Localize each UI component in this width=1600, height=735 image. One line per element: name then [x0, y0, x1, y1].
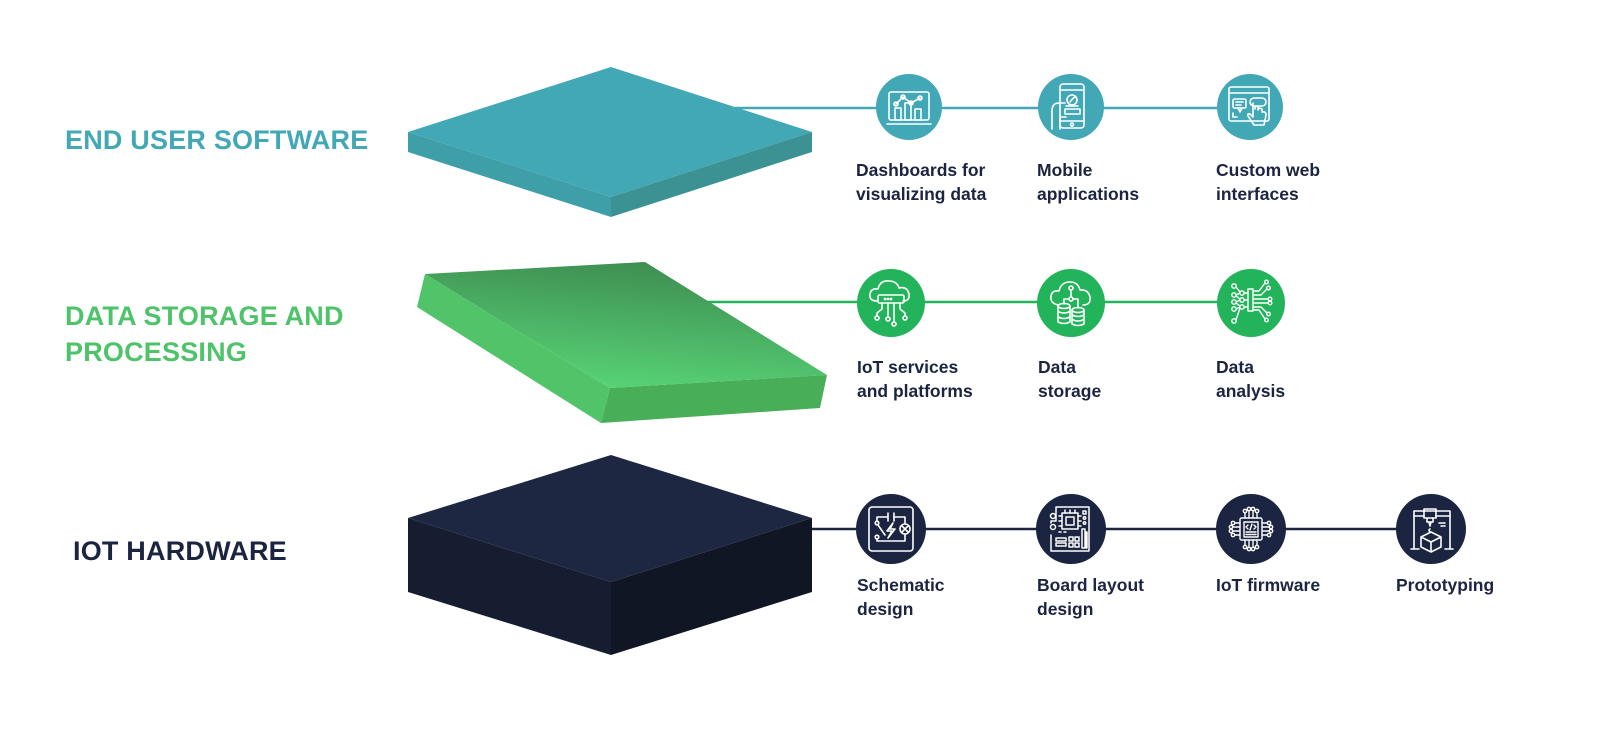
item-label-line: IoT firmware	[1216, 575, 1321, 595]
slab-right-face	[601, 375, 827, 423]
slab-top-face	[408, 67, 812, 197]
slab-left-face	[417, 274, 610, 423]
cloud-database-icon	[1037, 269, 1105, 337]
item-label-custom-web-interfaces: Custom web interfaces	[1216, 158, 1320, 206]
slab-left-face	[408, 518, 611, 655]
dashboard-chart-icon	[876, 74, 942, 140]
layer-title-data-storage: DATA STORAGE AND PROCESSING	[65, 298, 344, 370]
layer-title-line: DATA STORAGE AND	[65, 301, 344, 331]
circuit-board-icon	[1036, 494, 1106, 564]
item-label-line: Schematic	[857, 575, 945, 595]
item-label-iot-services: IoT services and platforms	[857, 355, 973, 403]
item-label-line: storage	[1038, 381, 1102, 401]
item-label-schematic-design: Schematic design	[857, 573, 945, 621]
item-label-line: Custom web	[1216, 160, 1321, 180]
schematic-icon	[856, 494, 926, 564]
layer-title-iot-hardware: IOT HARDWARE	[73, 536, 287, 566]
3d-printer-icon	[1396, 494, 1466, 564]
slab-right-face	[611, 132, 812, 217]
item-label-line: visualizing data	[856, 184, 987, 204]
mobile-app-icon	[1038, 74, 1104, 140]
item-label-line: analysis	[1216, 381, 1286, 401]
item-label-line: interfaces	[1216, 184, 1299, 204]
slab-data-storage	[417, 262, 827, 423]
item-label-line: Board layout	[1037, 575, 1144, 595]
cloud-platform-icon	[857, 269, 925, 337]
item-label-line: Dashboards for	[856, 160, 986, 180]
item-label-board-layout-design: Board layout design	[1037, 573, 1144, 621]
item-label-line: design	[857, 599, 914, 619]
slab-right-face	[611, 518, 812, 655]
web-interface-icon	[1217, 74, 1283, 140]
slab-left-face	[408, 132, 611, 217]
item-label-line: design	[1037, 599, 1094, 619]
item-label-iot-firmware: IoT firmware	[1216, 573, 1320, 597]
item-label-line: Mobile	[1037, 160, 1093, 180]
neural-network-icon	[1217, 269, 1285, 337]
slab-top-face	[408, 455, 812, 582]
layer-title-line: PROCESSING	[65, 337, 248, 367]
layer-title-end-user-software: END USER SOFTWARE	[65, 125, 369, 155]
item-label-line: Prototyping	[1396, 575, 1495, 595]
microchip-code-icon	[1216, 494, 1286, 564]
slab-top-face	[425, 262, 827, 388]
slab-end-user-software	[408, 67, 812, 217]
item-label-data-storage: Data storage	[1038, 355, 1101, 403]
item-label-line: Data	[1038, 357, 1076, 377]
item-label-data-analysis: Data analysis	[1216, 355, 1285, 403]
item-label-mobile-applications: Mobile applications	[1037, 158, 1139, 206]
item-label-prototyping: Prototyping	[1396, 573, 1494, 597]
item-label-line: IoT services	[857, 357, 959, 377]
slab-iot-hardware	[408, 455, 812, 655]
item-label-line: Data	[1216, 357, 1254, 377]
item-label-line: applications	[1037, 184, 1140, 204]
item-label-dashboards: Dashboards for visualizing data	[856, 158, 986, 206]
item-label-line: and platforms	[857, 381, 973, 401]
